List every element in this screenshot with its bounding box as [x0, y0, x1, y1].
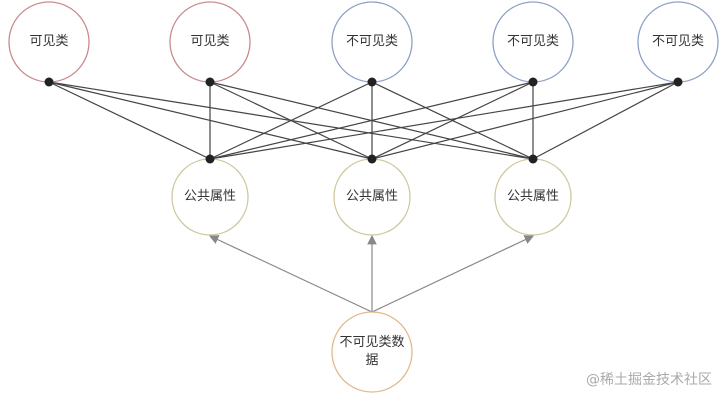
attribute-node-label: 公共属性 [183, 189, 236, 204]
connection-dot [44, 77, 54, 87]
watermark: @稀土掘金技术社区 [586, 372, 712, 388]
arrow-line [208, 235, 373, 313]
connection-dot [528, 77, 538, 87]
class-node-label: 可见类 [190, 34, 230, 49]
connection-dot [367, 154, 377, 164]
class-node-label: 不可见类 [651, 34, 704, 49]
connection-line [209, 81, 373, 160]
class-node-label: 不可见类 [506, 34, 559, 49]
connection-line [371, 81, 679, 160]
class-node-label: 不可见类 [345, 34, 398, 49]
connection-dot [673, 77, 683, 87]
attribute-node-label: 公共属性 [345, 189, 398, 204]
connection-dot [367, 77, 377, 87]
data-node-circle [331, 311, 413, 393]
arrow-line [371, 235, 535, 313]
connection-line [371, 81, 534, 160]
connection-line [532, 81, 679, 160]
connection-dot [205, 154, 215, 164]
connection-dot [205, 77, 215, 87]
attribute-node-label: 公共属性 [506, 189, 559, 204]
connection-line [48, 81, 211, 160]
connection-line [209, 81, 534, 160]
class-node-label: 可见类 [29, 34, 69, 49]
connection-dot [528, 154, 538, 164]
data-node-label: 不可见类数据 [339, 335, 405, 368]
connection-line [209, 81, 679, 160]
